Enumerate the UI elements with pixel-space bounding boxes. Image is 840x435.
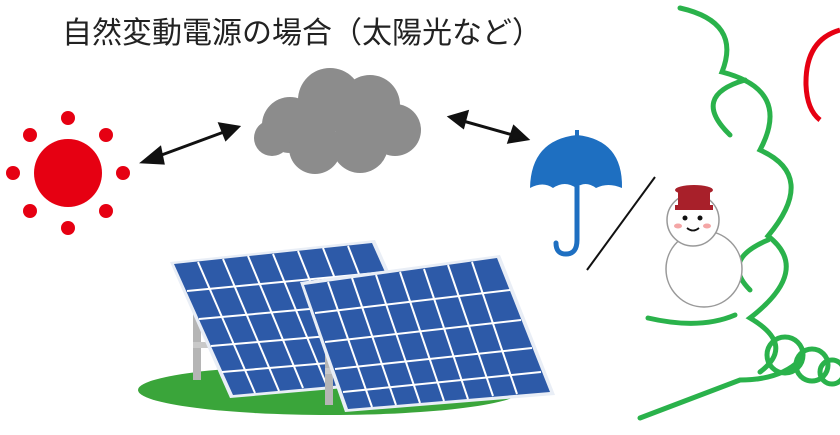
sun-icon	[6, 111, 130, 235]
thought-bubble-outline	[637, 5, 840, 421]
double-arrow-cloud-umbrella	[446, 109, 531, 144]
umbrella-icon	[530, 130, 623, 257]
diagram-title: 自然変動電源の場合（太陽光など）	[62, 16, 542, 51]
divider-slash	[586, 176, 656, 271]
double-arrow-sun-cloud	[139, 122, 242, 165]
red-callout-outline	[803, 27, 840, 122]
solar-panel-icon	[170, 240, 555, 412]
cloud-icon	[254, 68, 421, 174]
snowman-icon	[665, 185, 743, 308]
